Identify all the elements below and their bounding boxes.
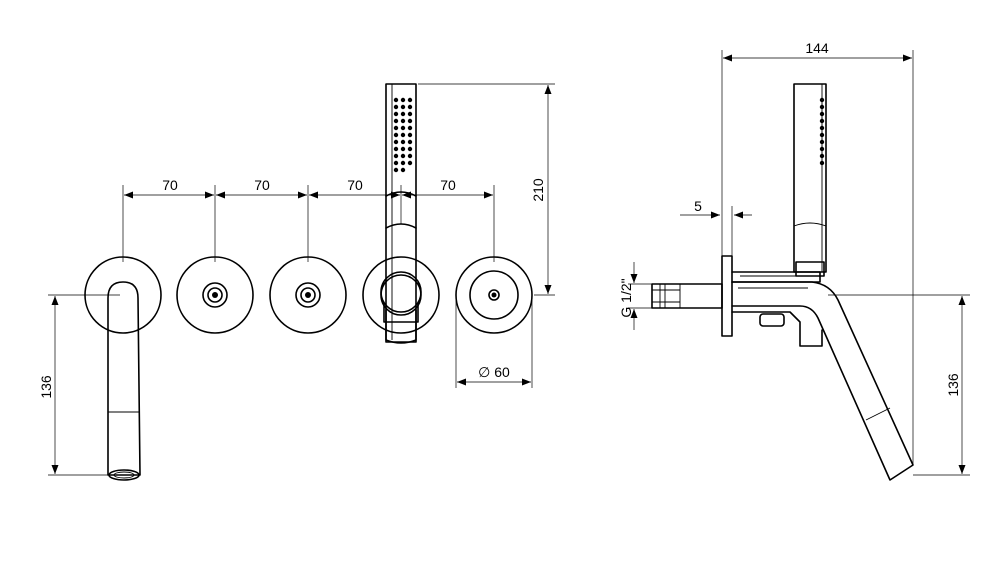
diverter-knob	[455, 256, 533, 334]
front-view: 70 70 70 70 210 136 ∅ 60	[38, 83, 555, 481]
thread-dimension: G 1/2"	[618, 262, 652, 330]
spout-height-label-front: 136	[38, 375, 54, 399]
wall-plate	[721, 255, 733, 337]
depth-label: 144	[805, 40, 829, 56]
thread-label: G 1/2"	[618, 278, 634, 317]
shower-nozzles-front	[393, 97, 413, 173]
spout-side	[731, 281, 914, 481]
spacing-label-3: 70	[347, 177, 363, 193]
control-knob-1	[176, 256, 254, 334]
spacing-label-1: 70	[162, 177, 178, 193]
plate-thickness-label: 5	[694, 198, 702, 214]
mixer-body-side	[731, 271, 823, 347]
height-dimension: 210	[418, 83, 555, 296]
spacing-label-4: 70	[440, 177, 456, 193]
diameter-label: ∅ 60	[478, 364, 510, 380]
spout-height-label-side: 136	[945, 373, 961, 397]
diameter-dimension: ∅ 60	[455, 295, 533, 388]
shower-nozzles-side	[819, 97, 825, 166]
spout-height-dimension-front: 136	[38, 294, 120, 476]
spacing-dimensions: 70 70 70 70	[122, 177, 495, 262]
side-view: 144 5 G 1/2" 136	[618, 40, 970, 481]
depth-dimension: 144	[721, 40, 914, 465]
control-knob-2	[269, 256, 347, 334]
plate-thickness-dimension: 5	[680, 198, 752, 256]
height-label: 210	[530, 178, 546, 202]
spout-front	[107, 281, 141, 481]
hand-shower-holder	[362, 256, 440, 334]
spout-height-dimension-side: 136	[828, 294, 970, 476]
spacing-label-2: 70	[254, 177, 270, 193]
threaded-inlet	[651, 283, 723, 309]
